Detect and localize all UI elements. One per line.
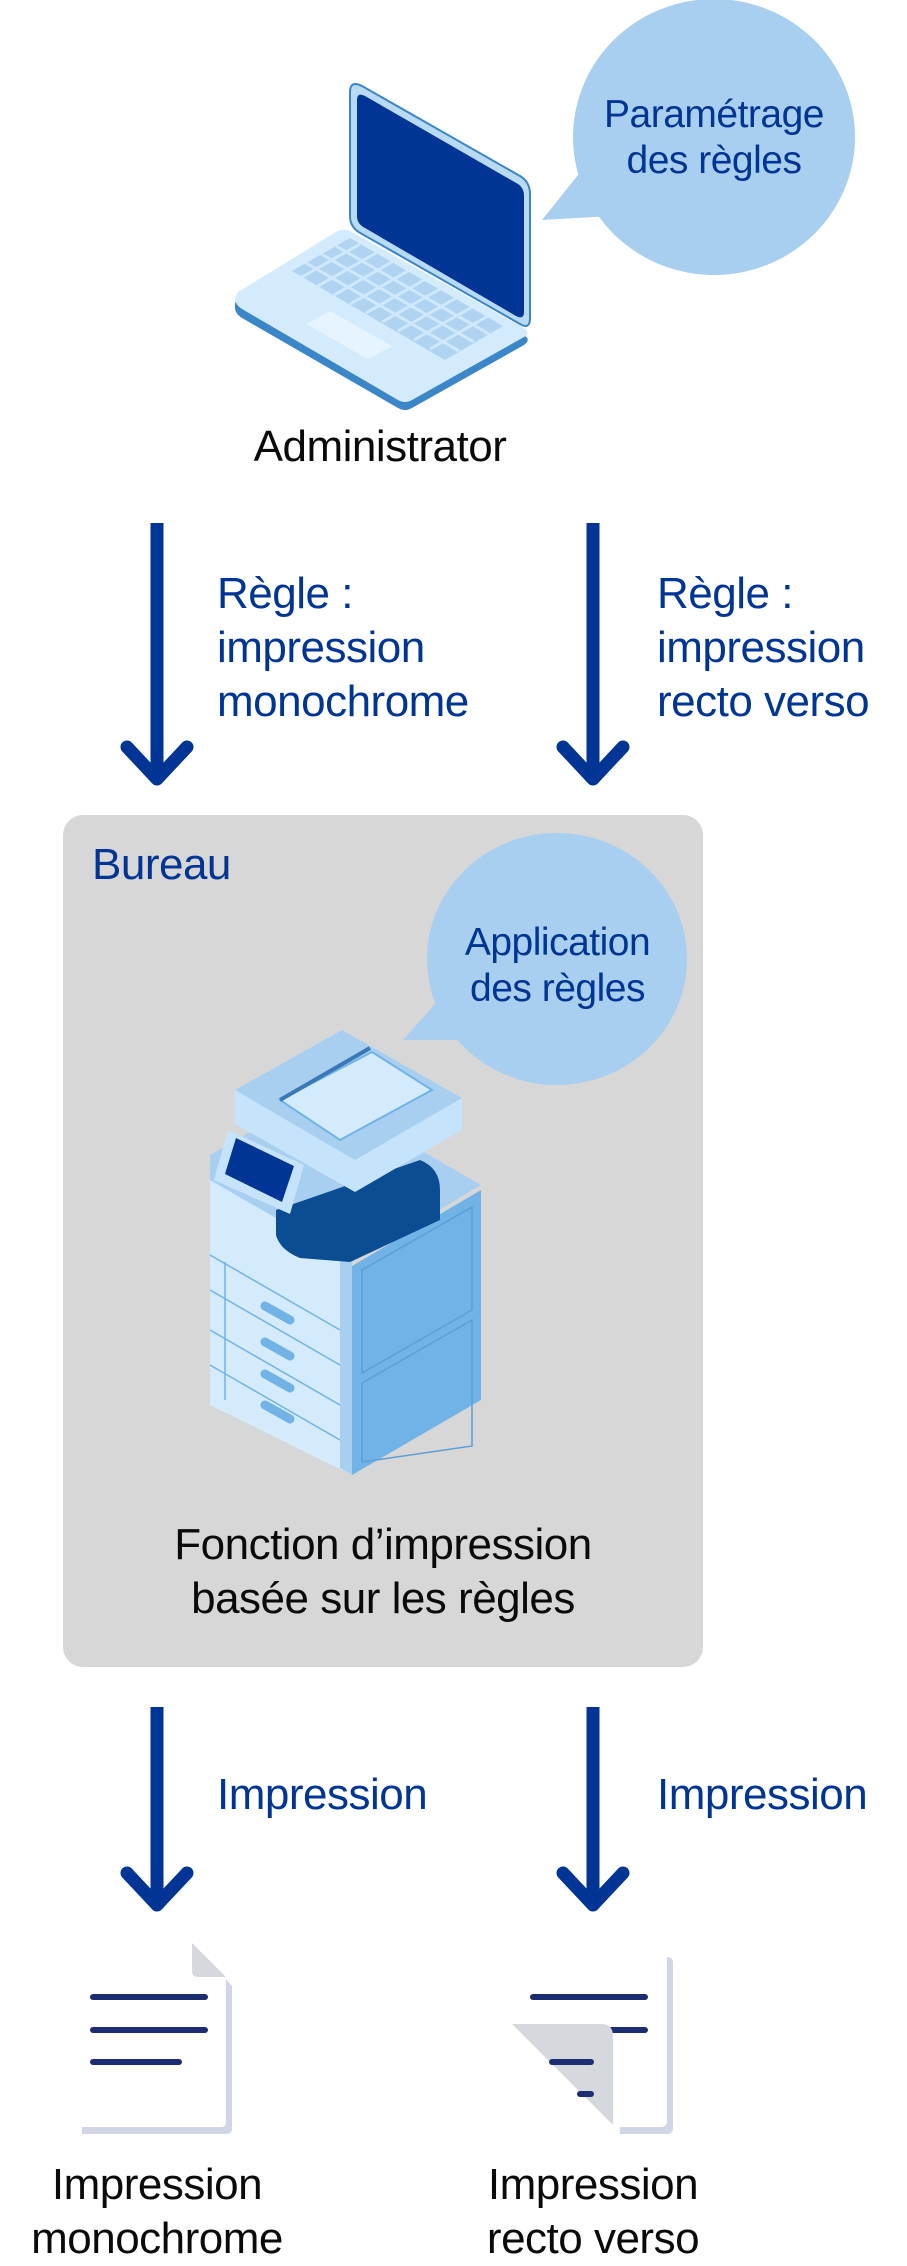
print-label-monochrome: Impression <box>217 1770 428 1819</box>
output-label-line: monochrome <box>31 2214 283 2263</box>
office-title: Bureau <box>92 840 231 889</box>
duplex-document-icon <box>512 1950 673 2134</box>
multifunction-printer-icon <box>209 1030 481 1475</box>
output-label-line: Impression <box>487 2160 699 2209</box>
output-label-monochrome: Impression monochrome <box>0 2158 317 2266</box>
rule-line: monochrome <box>217 677 469 726</box>
bubble-apply-line: Application <box>464 921 651 964</box>
output-label-line: Impression <box>51 2160 263 2209</box>
printer-caption: Fonction d’impression basée sur les règl… <box>63 1518 703 1626</box>
rule-line: impression <box>217 623 425 672</box>
arrow-print-monochrome <box>120 1707 194 1912</box>
printer-caption-line: Fonction d’impression <box>174 1520 592 1569</box>
rule-line: Règle : <box>217 569 353 618</box>
rule-duplex-text: Règle : impression recto verso <box>657 567 870 729</box>
bubble-settings-line: Paramétrage <box>604 93 824 136</box>
printer-caption-line: basée sur les règles <box>191 1574 575 1623</box>
rule-monochrome-text: Règle : impression monochrome <box>217 567 469 729</box>
arrow-print-duplex <box>556 1707 630 1912</box>
rule-line: impression <box>657 623 865 672</box>
rule-line: recto verso <box>657 677 870 726</box>
bubble-apply-line: des règles <box>470 967 645 1010</box>
arrow-rule-duplex <box>556 523 630 786</box>
bubble-settings-line: des règles <box>626 139 802 182</box>
arrow-rule-monochrome <box>120 523 194 786</box>
speech-bubble-apply <box>403 833 687 1085</box>
bubble-apply-text: Application des règles <box>430 920 685 1012</box>
bubble-settings-text: Paramétrage des règles <box>574 92 854 184</box>
laptop-icon <box>234 83 531 410</box>
output-label-duplex: Impression recto verso <box>433 2158 753 2266</box>
document-icon <box>77 1943 232 2134</box>
print-label-duplex: Impression <box>657 1770 868 1819</box>
speech-bubble-settings <box>542 0 855 275</box>
rule-line: Règle : <box>657 569 793 618</box>
administrator-label: Administrator <box>253 422 507 471</box>
output-label-line: recto verso <box>486 2214 700 2263</box>
